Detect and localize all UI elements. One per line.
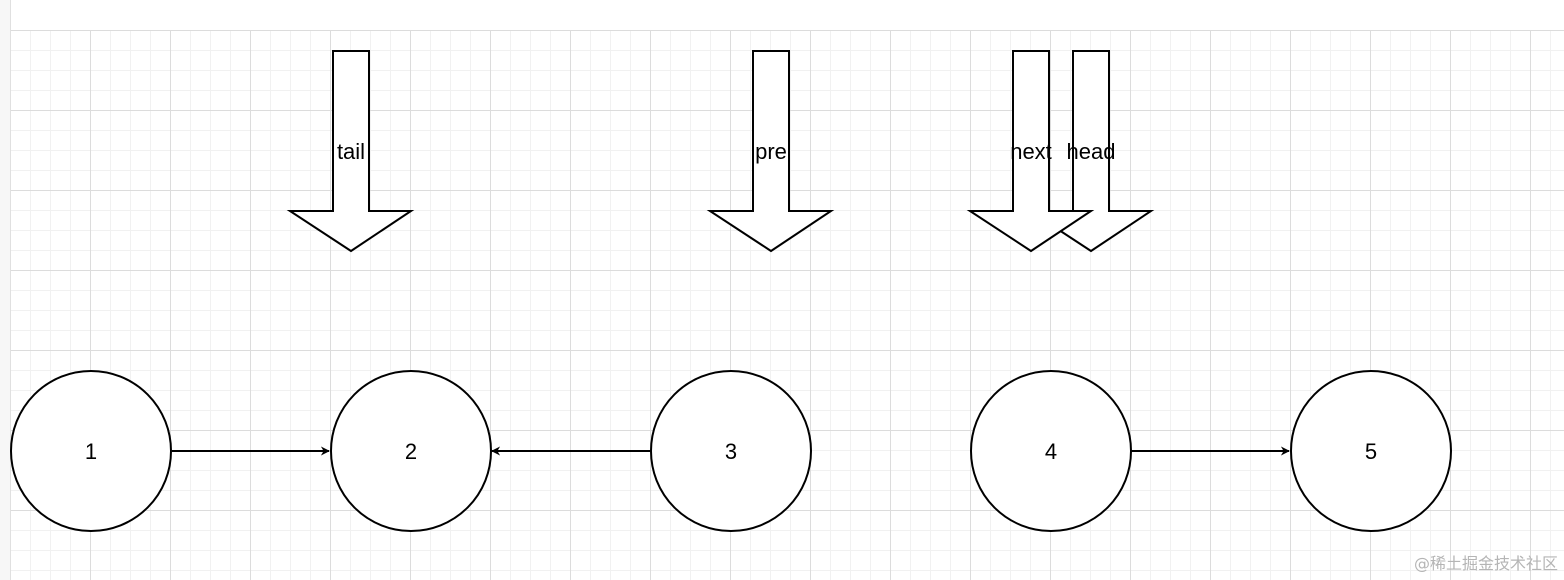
pointer-next-label: next: [1010, 139, 1052, 164]
node-5[interactable]: 5: [1290, 370, 1452, 532]
node-1[interactable]: 1: [10, 370, 172, 532]
pointer-pre[interactable]: pre: [706, 50, 835, 253]
node-1-label: 1: [85, 439, 97, 464]
pointer-tail[interactable]: tail: [286, 50, 415, 253]
canvas-top-margin: [0, 0, 1564, 30]
pointer-head-label: head: [1067, 139, 1116, 164]
pointer-next[interactable]: [966, 50, 1095, 253]
node-2-label: 2: [405, 439, 417, 464]
node-3-label: 3: [725, 439, 737, 464]
canvas-left-ruler: [0, 0, 11, 580]
node-2[interactable]: 2: [330, 370, 492, 532]
watermark-text: @稀土掘金技术社区: [1413, 554, 1558, 573]
node-5-label: 5: [1365, 439, 1377, 464]
node-4[interactable]: 4: [970, 370, 1132, 532]
pointer-tail-label: tail: [337, 139, 365, 164]
node-4-label: 4: [1045, 439, 1057, 464]
node-3[interactable]: 3: [650, 370, 812, 532]
pointer-pre-label: pre: [755, 139, 787, 164]
